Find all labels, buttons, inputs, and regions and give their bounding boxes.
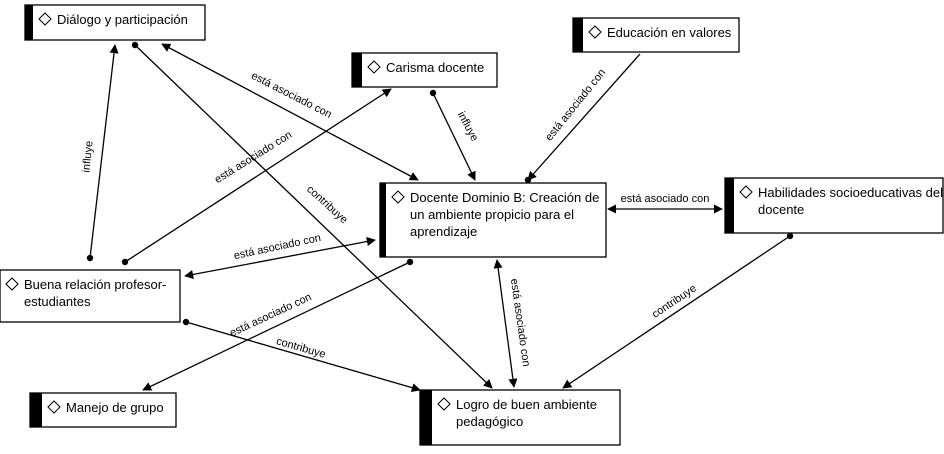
edge-line	[562, 235, 791, 389]
node-box	[572, 17, 740, 53]
edge-label: contribuye	[304, 183, 350, 226]
edge-origin-dot	[524, 176, 532, 184]
diamond-icon	[5, 277, 19, 291]
node-label-line: aprendizaje	[410, 224, 477, 239]
node-label-line: Diálogo y participación	[57, 12, 188, 27]
node-dialogo[interactable]: Diálogo y participación	[24, 4, 206, 41]
diamond-icon	[739, 185, 753, 199]
edge-buena-dialogo	[86, 44, 119, 262]
diamond-icon	[47, 400, 61, 414]
edge-line	[142, 261, 411, 391]
node-box	[24, 4, 206, 41]
node-label-line: Educación en valores	[607, 25, 732, 40]
edge-label: está asociado con	[228, 291, 313, 339]
edge-carisma-docente	[429, 89, 476, 181]
edge-origin-dot	[131, 41, 139, 49]
edge-habilidades-logro	[562, 232, 794, 389]
node-side-bar	[30, 393, 42, 427]
node-side-bar	[352, 53, 362, 87]
node-label-line: pedagógico	[456, 414, 523, 429]
node-manejo[interactable]: Manejo de grupo	[29, 392, 177, 428]
node-side-bar	[573, 18, 583, 52]
edge-docente-logro	[493, 259, 518, 388]
node-carisma[interactable]: Carisma docente	[351, 52, 498, 88]
edge-label: está asociado con	[213, 129, 295, 186]
node-box	[724, 177, 944, 234]
edge-label: influye	[455, 110, 481, 144]
node-logro[interactable]: Logro de buen ambiente pedagógico	[419, 389, 621, 446]
edge-origin-dot	[182, 318, 190, 326]
edge-label: está asociado con	[508, 278, 532, 367]
edge-line	[527, 53, 641, 181]
edge-label: influye	[80, 140, 95, 173]
node-label-line: Logro de buen ambiente	[456, 397, 597, 412]
node-label-line: Buena relación profesor-	[24, 277, 166, 292]
node-box	[0, 269, 181, 323]
node-side-bar	[725, 178, 734, 233]
node-valores[interactable]: Educación en valores	[572, 17, 740, 53]
diamond-icon	[588, 25, 602, 39]
edge-label: está asociado con	[621, 193, 710, 205]
diamond-icon	[391, 190, 405, 204]
node-side-bar	[25, 5, 33, 40]
edge-label: está asociado con	[543, 67, 608, 143]
edge-manejo-docente	[142, 258, 414, 391]
node-side-bar	[380, 183, 386, 257]
edge-buena-docente	[184, 237, 376, 279]
edge-line	[493, 259, 518, 388]
edge-origin-dot	[86, 254, 94, 262]
node-side-bar	[420, 390, 432, 445]
node-label-line: Carisma docente	[386, 60, 484, 75]
edge-buena-logro	[182, 318, 421, 393]
edge-line	[184, 237, 376, 279]
node-box	[351, 52, 498, 88]
node-label-line: Habilidades socioeducativas del	[758, 185, 943, 200]
diamond-icon	[367, 60, 381, 74]
node-box	[419, 389, 621, 446]
edge-label: está asociado con	[233, 232, 322, 262]
diamond-icon	[437, 397, 451, 411]
edge-origin-dot	[786, 232, 794, 240]
edge-dialogo-docente	[161, 43, 419, 181]
edge-origin-dot	[429, 89, 437, 97]
node-label-line: Manejo de grupo	[66, 400, 164, 415]
edge-carisma-buena	[121, 88, 392, 266]
edge-line	[89, 44, 119, 259]
edge-dialogo-logro	[131, 41, 493, 389]
node-habilidades[interactable]: Habilidades socioeducativas del docente	[724, 177, 944, 234]
edge-origin-dot	[121, 258, 129, 266]
node-label-line: Docente Dominio B: Creación de	[410, 190, 599, 205]
edge-origin-dot	[406, 258, 414, 266]
node-label-line: estudiantes	[24, 294, 91, 309]
node-label-line: docente	[758, 202, 804, 217]
edge-label: contribuye	[275, 335, 327, 361]
edge-line	[134, 44, 493, 389]
edge-line	[161, 43, 419, 181]
edge-line	[124, 88, 392, 263]
diamond-icon	[38, 12, 52, 26]
node-buena[interactable]: Buena relación profesor-estudiantes	[0, 269, 181, 323]
edge-valores-docente	[524, 53, 641, 184]
node-docente[interactable]: Docente Dominio B: Creación de un ambient…	[379, 182, 607, 258]
edge-line	[185, 321, 421, 393]
node-label-line: un ambiente propicio para el	[410, 207, 574, 222]
edge-line	[432, 92, 476, 181]
